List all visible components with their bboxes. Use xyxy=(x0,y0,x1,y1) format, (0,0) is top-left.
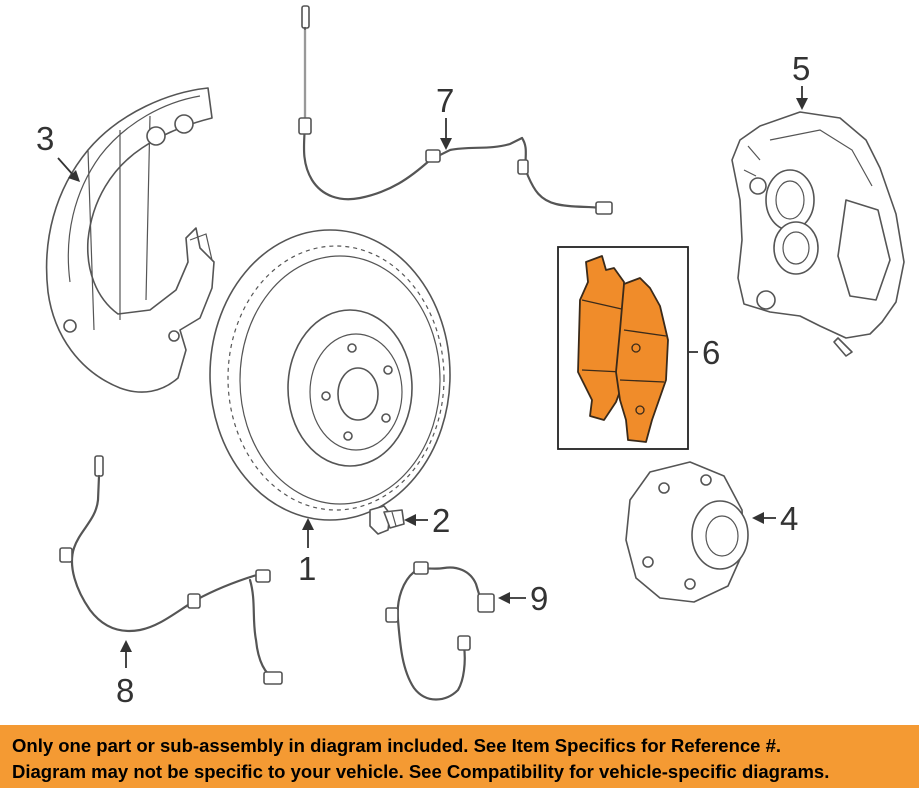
disclaimer-line-1: Only one part or sub-assembly in diagram… xyxy=(12,735,782,756)
brake-caliper xyxy=(731,111,905,357)
callout-5: 5 xyxy=(792,50,810,87)
callout-8: 8 xyxy=(116,672,134,709)
parts-diagram: 1 2 3 4 5 6 7 8 9 xyxy=(36,5,905,709)
disclaimer-banner: Only one part or sub-assembly in diagram… xyxy=(0,725,919,788)
splash-shield xyxy=(45,87,215,393)
disclaimer-line-2: Diagram may not be specific to your vehi… xyxy=(12,761,830,782)
wheel-hub xyxy=(625,461,749,603)
callout-4: 4 xyxy=(780,500,798,537)
callout-3: 3 xyxy=(36,120,54,157)
wheel-bolt xyxy=(369,505,405,535)
callout-2: 2 xyxy=(432,502,450,539)
lower-sensor-wire xyxy=(59,455,283,685)
callout-7: 7 xyxy=(436,82,454,119)
brake-rotor xyxy=(209,229,451,521)
leader-lines xyxy=(57,86,808,668)
callout-1: 1 xyxy=(298,550,316,587)
upper-sensor-wire xyxy=(298,5,613,215)
brake-pads xyxy=(557,246,689,450)
small-sensor-wire xyxy=(385,561,495,701)
callout-6: 6 xyxy=(702,334,720,371)
callout-9: 9 xyxy=(530,580,548,617)
